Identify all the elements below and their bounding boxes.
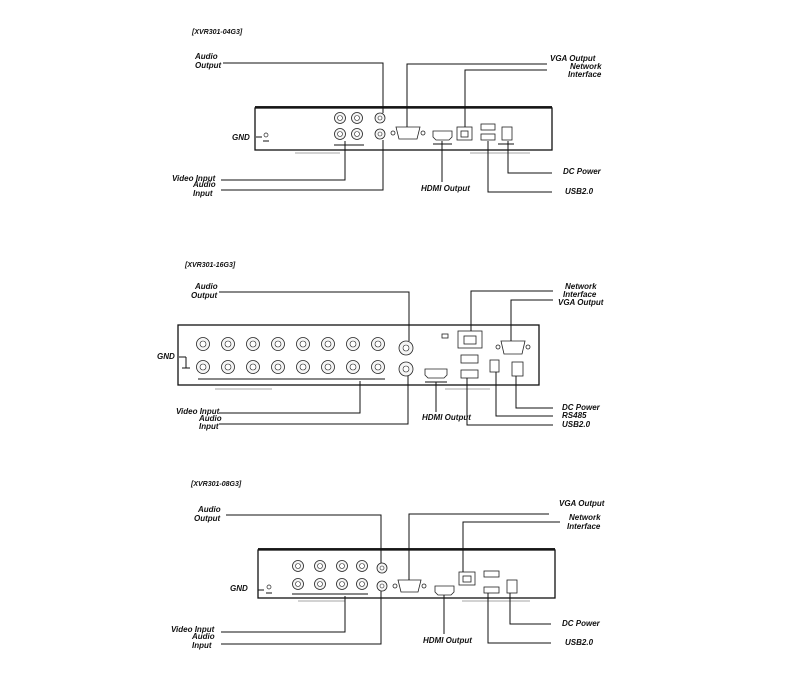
label-dc-power: DC Power: [562, 619, 601, 628]
bnc-video-inputs: [196, 337, 385, 380]
bnc-video-inputs: [292, 560, 368, 595]
ground-icon: [266, 584, 272, 594]
label-audio-input-1: Audio: [191, 632, 215, 641]
audio-jacks: [398, 340, 414, 377]
vga-port: [397, 579, 422, 593]
audio-jacks: [376, 562, 388, 592]
usb-port-b: [483, 586, 500, 594]
label-gnd: GND: [157, 352, 175, 361]
vga-port: [395, 126, 421, 140]
usb-port-a: [483, 570, 500, 578]
rs485-port: [489, 359, 500, 373]
usb-port-b: [460, 369, 479, 379]
label-network-interface-2: Interface: [563, 290, 597, 299]
dc-power-port: [501, 126, 513, 141]
label-usb: USB2.0: [565, 187, 594, 196]
bnc-video-inputs: [334, 112, 364, 146]
audio-jacks: [374, 112, 386, 140]
usb-port-a: [480, 123, 496, 131]
model-title: [XVR301-04G3]: [191, 29, 243, 36]
hdmi-port: [424, 368, 448, 379]
label-usb: USB2.0: [562, 420, 591, 429]
usb-port-b: [480, 133, 496, 141]
usb-port-a: [460, 354, 479, 364]
model-title: [XVR301-16G3]: [184, 262, 236, 269]
label-video-input: Video Input: [176, 407, 220, 416]
label-gnd: GND: [230, 584, 248, 593]
label-audio-output-2: Output: [191, 291, 218, 300]
label-audio-output-1: Audio: [197, 505, 221, 514]
hdmi-port: [432, 130, 453, 141]
panel-xvr301-16g3: [XVR301-16G3]: [157, 262, 604, 431]
hdmi-port: [434, 585, 455, 596]
label-audio-input-2: Input: [193, 189, 213, 198]
label-network-interface-2: Interface: [568, 70, 602, 79]
label-audio-input-2: Input: [192, 641, 212, 650]
device-rear-panel: [177, 324, 540, 386]
dc-power-port: [511, 361, 524, 377]
dc-power-port: [506, 579, 518, 594]
panel-xvr301-08g3: [XVR301-08G3]: [171, 481, 605, 650]
label-audio-input-2: Input: [199, 422, 219, 431]
ground-icon: [263, 132, 269, 142]
panel-xvr301-04g3: [XVR301-04G3]: [172, 29, 602, 198]
label-vga-output: VGA Output: [558, 298, 604, 307]
label-hdmi-output: HDMI Output: [422, 413, 471, 422]
label-audio-output-2: Output: [194, 514, 221, 523]
label-network-interface-1: Network: [565, 282, 597, 291]
label-dc-power: DC Power: [562, 403, 601, 412]
label-usb: USB2.0: [565, 638, 594, 647]
label-dc-power: DC Power: [563, 167, 602, 176]
vga-port: [500, 340, 526, 355]
label-audio-input-1: Audio: [192, 180, 216, 189]
label-network-interface-1: Network: [570, 62, 602, 71]
label-audio-output-1: Audio: [194, 52, 218, 61]
label-hdmi-output: HDMI Output: [421, 184, 470, 193]
label-vga-output: VGA Output: [559, 499, 605, 508]
label-network-interface-1: Network: [569, 513, 601, 522]
label-audio-input-1: Audio: [198, 414, 222, 423]
label-video-input: Video Input: [171, 625, 215, 634]
network-icon: [441, 333, 449, 339]
ground-icon: [182, 357, 190, 369]
label-network-interface-2: Interface: [567, 522, 601, 531]
model-title: [XVR301-08G3]: [190, 481, 242, 488]
label-audio-output-1: Audio: [194, 282, 218, 291]
label-video-input: Video Input: [172, 174, 216, 183]
label-vga-output: VGA Output: [550, 54, 596, 63]
label-gnd: GND: [232, 133, 250, 142]
label-audio-output-2: Output: [195, 61, 222, 70]
label-hdmi-output: HDMI Output: [423, 636, 472, 645]
label-rs485: RS485: [562, 411, 587, 420]
